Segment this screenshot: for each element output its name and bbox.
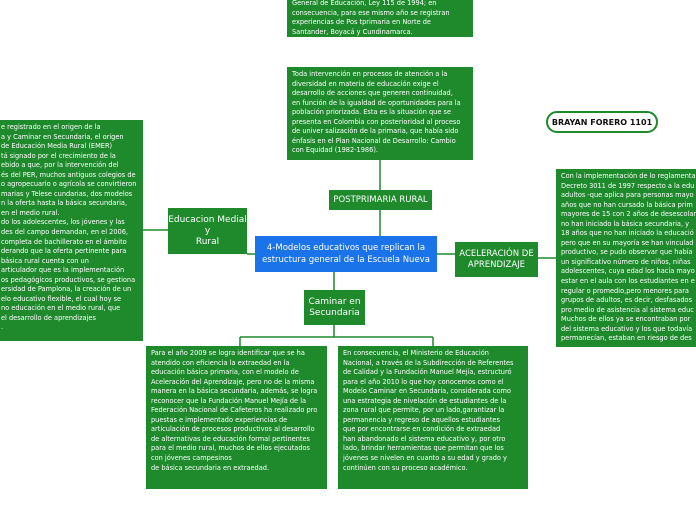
postprimaria-intro-text: Toda intervención en procesos de atenció… xyxy=(287,67,473,160)
author-label: BRAYAN FORERO 1101 xyxy=(546,111,658,133)
postprimaria-rural-node[interactable]: POSTPRIMARIA RURAL xyxy=(329,190,432,210)
postprimaria-history-text: General de Educación, Ley 115 de 1994; e… xyxy=(287,0,473,37)
caminar-model-text: En consecuencia, el Ministerio de Educac… xyxy=(338,346,528,489)
caminar-secundaria-node[interactable]: Caminar en Secundaria xyxy=(304,290,365,325)
caminar-history-text: Para el año 2009 se logra identificar qu… xyxy=(146,346,327,489)
central-topic[interactable]: 4-Modelos educativos que replican la est… xyxy=(255,236,437,272)
aceleracion-node[interactable]: ACELERACIÓN DE APRENDIZAJE xyxy=(455,242,538,277)
media-rural-text: e registrado en el origen de la a y Cami… xyxy=(0,120,143,341)
aceleracion-text: Con la implementación de lo reglamenta D… xyxy=(556,169,696,347)
media-rural-node[interactable]: Educacion Medial y Rural xyxy=(168,208,247,254)
